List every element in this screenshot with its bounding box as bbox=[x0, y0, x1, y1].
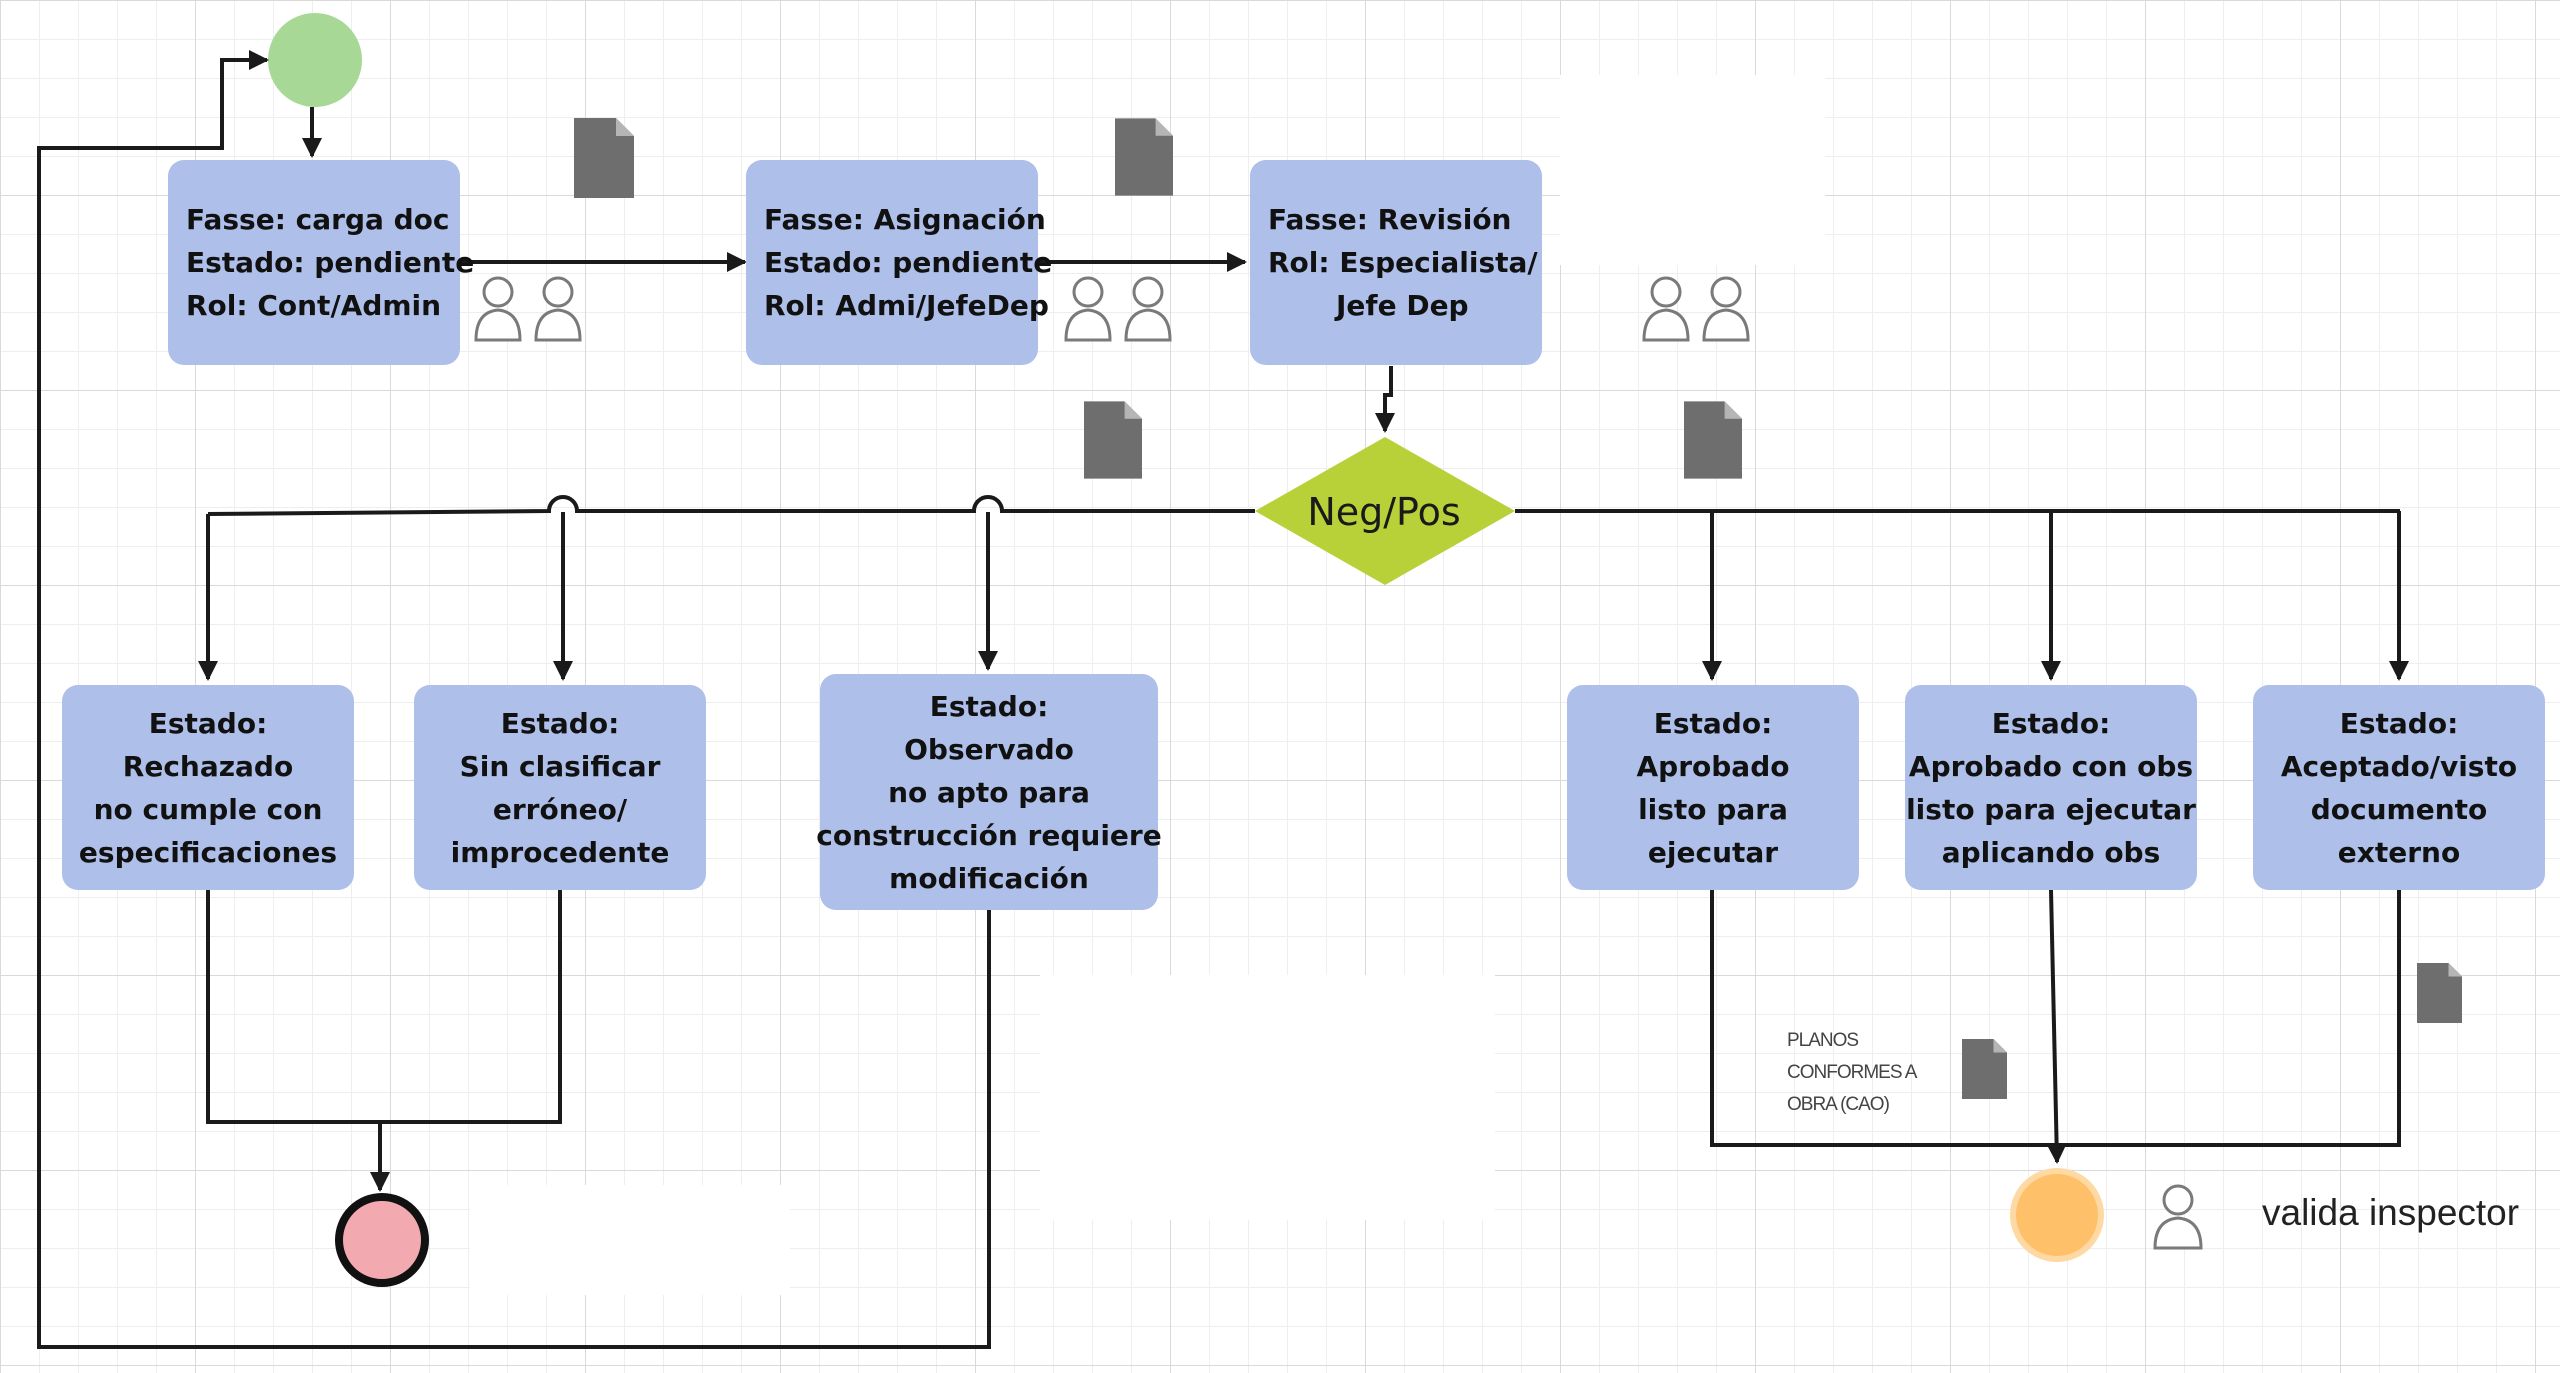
estado-observado-box: Estado: Observado no apto para construcc… bbox=[816, 674, 1162, 910]
estado-aceptado-line-4: externo bbox=[2337, 835, 2461, 869]
estado-aprobado-line-1: Estado: bbox=[1653, 706, 1773, 740]
estado-aprobado-line-4: ejecutar bbox=[1647, 835, 1779, 869]
start-node bbox=[268, 13, 362, 107]
planos-note-line-1: PLANOS bbox=[1787, 1030, 1859, 1051]
blank-area-center bbox=[1040, 975, 1495, 1220]
fase-asignacion-line-3: Rol: Admi/JefeDep bbox=[764, 289, 1049, 322]
blank-area-bottom-left bbox=[470, 1185, 790, 1295]
fase-revision-line-1: Fasse: Revisión bbox=[1268, 203, 1512, 236]
estado-aprobado-line-3: listo para bbox=[1638, 792, 1788, 826]
edge-rechazado-merge bbox=[206, 890, 562, 1124]
fase-carga-line-2: Estado: pendiente bbox=[186, 246, 475, 279]
estado-aceptado-line-3: documento bbox=[2310, 792, 2488, 826]
estado-observado-line-4: construcción requiere bbox=[816, 818, 1162, 852]
fase-carga-line-3: Rol: Cont/Admin bbox=[186, 289, 442, 322]
user-icon bbox=[2153, 1184, 2203, 1250]
planos-note-line-3: OBRA (CAO) bbox=[1787, 1094, 1890, 1115]
estado-sin-clasificar-line-1: Estado: bbox=[500, 706, 620, 740]
estado-aprobado-obs-box: Estado: Aprobado con obs listo para ejec… bbox=[1905, 685, 2197, 890]
estado-aprobado-obs-line-3: listo para ejecutar bbox=[1906, 792, 2196, 826]
blank-area-top-right bbox=[1560, 75, 1825, 265]
estado-aceptado-box: Estado: Aceptado/visto documento externo bbox=[2253, 685, 2545, 890]
valida-inspector-label: valida inspector bbox=[2262, 1192, 2520, 1233]
estado-rechazado-line-2: Rechazado bbox=[122, 749, 294, 783]
end-node bbox=[335, 1193, 429, 1287]
edge-revision-to-decision bbox=[1375, 366, 1395, 433]
estado-observado-line-5: modificación bbox=[889, 861, 1089, 895]
estado-rechazado-line-1: Estado: bbox=[148, 706, 268, 740]
estado-aceptado-line-1: Estado: bbox=[2339, 706, 2459, 740]
document-icon bbox=[1115, 118, 1173, 196]
planos-note: PLANOS CONFORMES A OBRA (CAO) bbox=[1787, 1025, 1987, 1121]
estado-sin-clasificar-box: Estado: Sin clasificar erróneo/ improced… bbox=[414, 685, 706, 890]
edge-aprobado-obs-to-final bbox=[2046, 889, 2067, 1164]
estado-observado-line-2: Observado bbox=[904, 732, 1074, 766]
estado-aprobado-obs-line-4: aplicando obs bbox=[1941, 835, 2161, 869]
document-icon bbox=[1084, 401, 1142, 479]
estado-rechazado-line-4: especificaciones bbox=[78, 835, 338, 869]
estado-aceptado-line-2: Aceptado/visto bbox=[2280, 749, 2518, 783]
user-pair-icon bbox=[1064, 276, 1172, 342]
fase-asignacion-box: Fasse: Asignación Estado: pendiente Rol:… bbox=[746, 160, 1052, 365]
decision-label: Neg/Pos bbox=[1307, 490, 1461, 534]
estado-rechazado-box: Estado: Rechazado no cumple con especifi… bbox=[62, 685, 354, 890]
planos-note-line-2: CONFORMES A bbox=[1787, 1062, 1917, 1083]
user-pair-icon bbox=[1642, 276, 1750, 342]
document-icon bbox=[2417, 963, 2462, 1023]
edge-decision-left bbox=[207, 495, 1255, 516]
estado-observado-line-1: Estado: bbox=[929, 689, 1049, 723]
final-node bbox=[2010, 1168, 2104, 1262]
fase-revision-line-3: Jefe Dep bbox=[1336, 289, 1469, 322]
fase-carga-line-1: Fasse: carga doc bbox=[186, 203, 450, 236]
estado-observado-line-3: no apto para bbox=[888, 775, 1090, 809]
user-pair-icon bbox=[474, 276, 582, 342]
fase-carga-box: Fasse: carga doc Estado: pendiente Rol: … bbox=[168, 160, 474, 365]
fase-revision-box: Fasse: Revisión Rol: Especialista/ Jefe … bbox=[1250, 160, 1542, 365]
estado-aprobado-obs-line-2: Aprobado con obs bbox=[1908, 749, 2194, 783]
fase-asignacion-line-2: Estado: pendiente bbox=[764, 246, 1053, 279]
fase-revision-line-2: Rol: Especialista/ bbox=[1268, 246, 1538, 279]
document-icon bbox=[1962, 1039, 2007, 1099]
estado-aprobado-obs-line-1: Estado: bbox=[1991, 706, 2111, 740]
estado-rechazado-line-3: no cumple con bbox=[93, 792, 323, 826]
estado-aprobado-box: Estado: Aprobado listo para ejecutar bbox=[1567, 685, 1859, 890]
document-icon bbox=[1684, 401, 1742, 479]
estado-sin-clasificar-line-4: improcedente bbox=[450, 835, 670, 869]
estado-sin-clasificar-line-2: Sin clasificar bbox=[459, 749, 661, 783]
estado-sin-clasificar-line-3: erróneo/ bbox=[492, 792, 628, 826]
document-icon bbox=[574, 118, 634, 198]
estado-aprobado-line-2: Aprobado bbox=[1636, 749, 1790, 783]
fase-asignacion-line-1: Fasse: Asignación bbox=[764, 203, 1046, 236]
